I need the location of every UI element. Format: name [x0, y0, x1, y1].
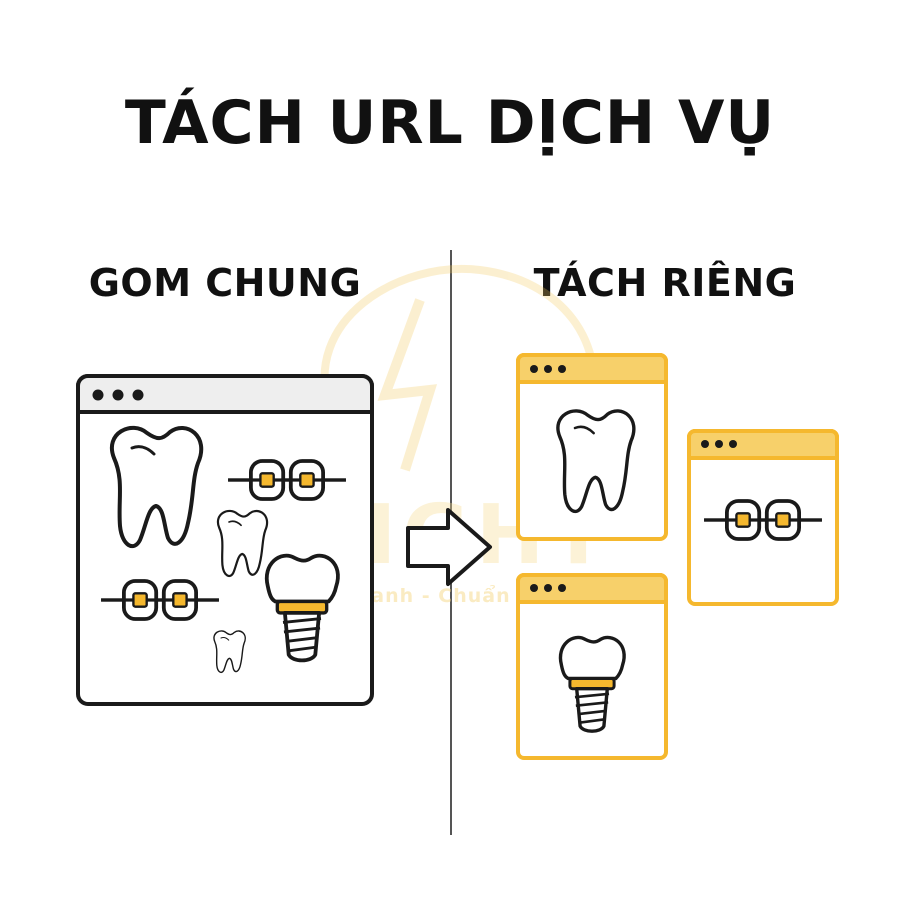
page-title: TÁCH URL DỊCH VỤ — [124, 88, 776, 158]
combined-browser-window — [76, 374, 374, 706]
heading-tach-rieng: TÁCH RIÊNG — [533, 261, 797, 305]
window-implant — [516, 573, 668, 760]
heading-gom-chung: GOM CHUNG — [88, 261, 362, 305]
window-tooth — [516, 353, 668, 541]
arrow-right-icon — [406, 508, 492, 586]
window-braces — [687, 429, 839, 606]
